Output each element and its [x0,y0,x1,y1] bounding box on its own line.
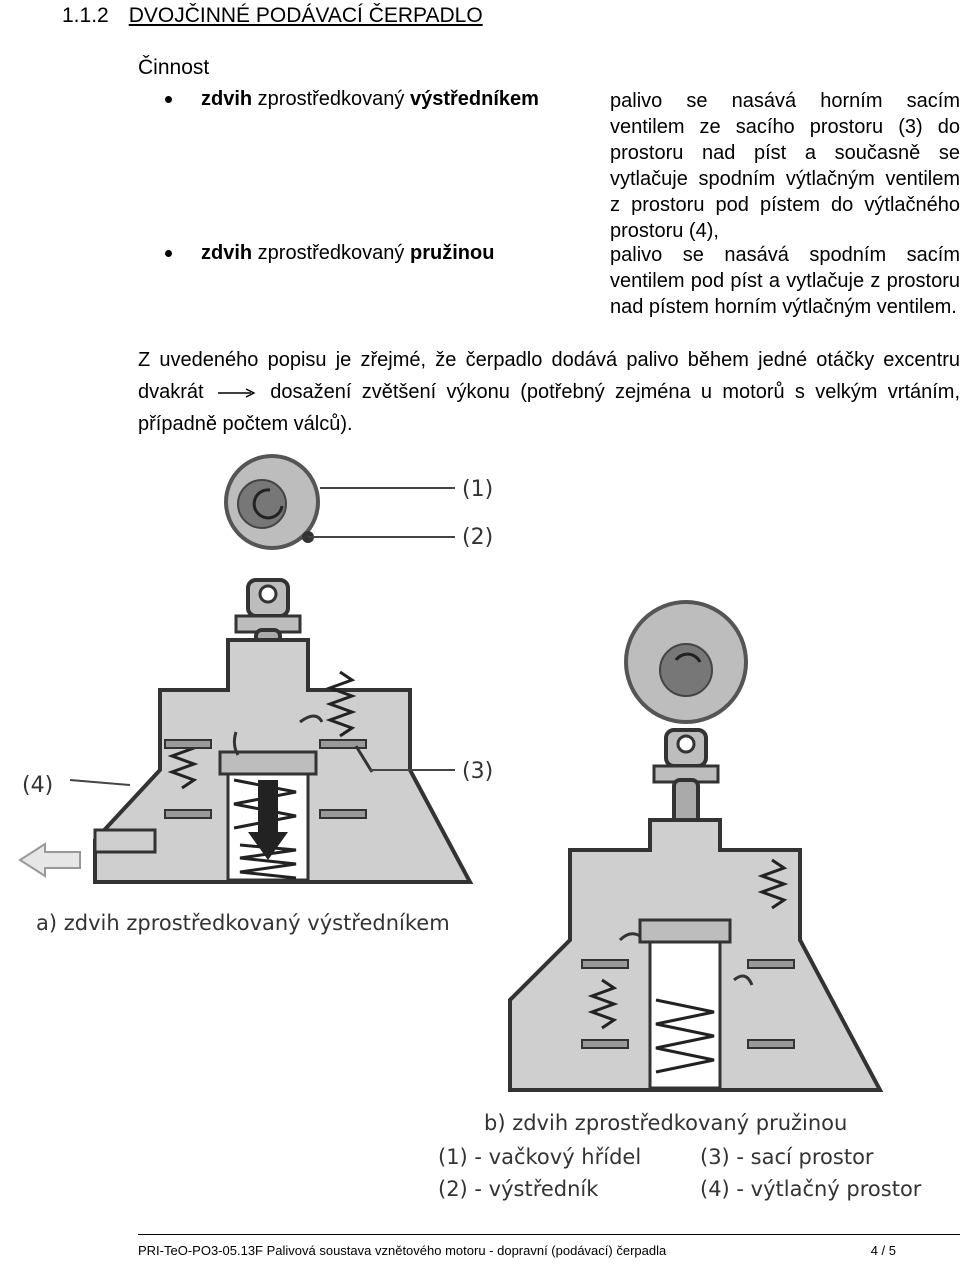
footer-document-title: PRI-TeO-PO3-05.13F Palivová soustava vzn… [138,1243,667,1258]
section-number: 1.1.2 [62,4,109,27]
outlet-arrow-icon [18,842,81,878]
legend-item-1: (1) - vačkový hřídel [438,1145,641,1169]
bullet-lead: zdvih zprostředkovaný výstředníkem [201,88,539,110]
eccentric-icon [237,479,287,529]
label-3: (3) [462,759,493,784]
diagram-b: b) zdvih zprostředkovaný pružinou (1) - … [438,600,922,1201]
legend-item-4: (4) - výtlačný prostor [700,1177,922,1201]
caption-b: b) zdvih zprostředkovaný pružinou [484,1111,847,1135]
label-2: (2) [462,525,493,550]
label-4: (4) [22,773,53,798]
bullet-dot [165,96,172,103]
page-footer: PRI-TeO-PO3-05.13F Palivová soustava vzn… [138,1234,960,1258]
bullet-lead: zdvih zprostředkovaný pružinou [201,242,495,264]
rotation-arrow-icon [674,652,702,663]
subsection-label: Činnost [138,56,210,79]
legend-item-2: (2) - výstředník [438,1177,599,1201]
bullet-description-1: palivo se nasává horním sacím ventilem z… [610,90,960,242]
arrow-right-icon [217,388,256,398]
legend-item-3: (3) - sací prostor [700,1145,874,1169]
label-1: (1) [462,477,493,502]
diagram-a: (1) (2) (3) (4) a) zdvih zprostředkovaný… [18,454,493,935]
bullet-dot [165,250,172,257]
page-number: 4 / 5 [870,1243,896,1258]
rotation-arrow-icon [252,488,284,520]
bullet-description-2: palivo se nasává spodním sacím ventilem … [610,244,960,318]
caption-a: a) zdvih zprostředkovaný výstředníkem [36,911,450,935]
pump-diagram-figure: (1) (2) (3) (4) a) zdvih zprostředkovaný… [18,454,922,1201]
plunger-down-arrow-icon [248,832,288,860]
section-title: DVOJČINNÉ PODÁVACÍ ČERPADLO [128,4,483,27]
summary-paragraph: Z uvedeného popisu je zřejmé, že čerpadl… [138,349,960,435]
section-heading: 1.1.2 DVOJČINNÉ PODÁVACÍ ČERPADLO [62,4,483,28]
eccentric-icon [659,643,713,697]
